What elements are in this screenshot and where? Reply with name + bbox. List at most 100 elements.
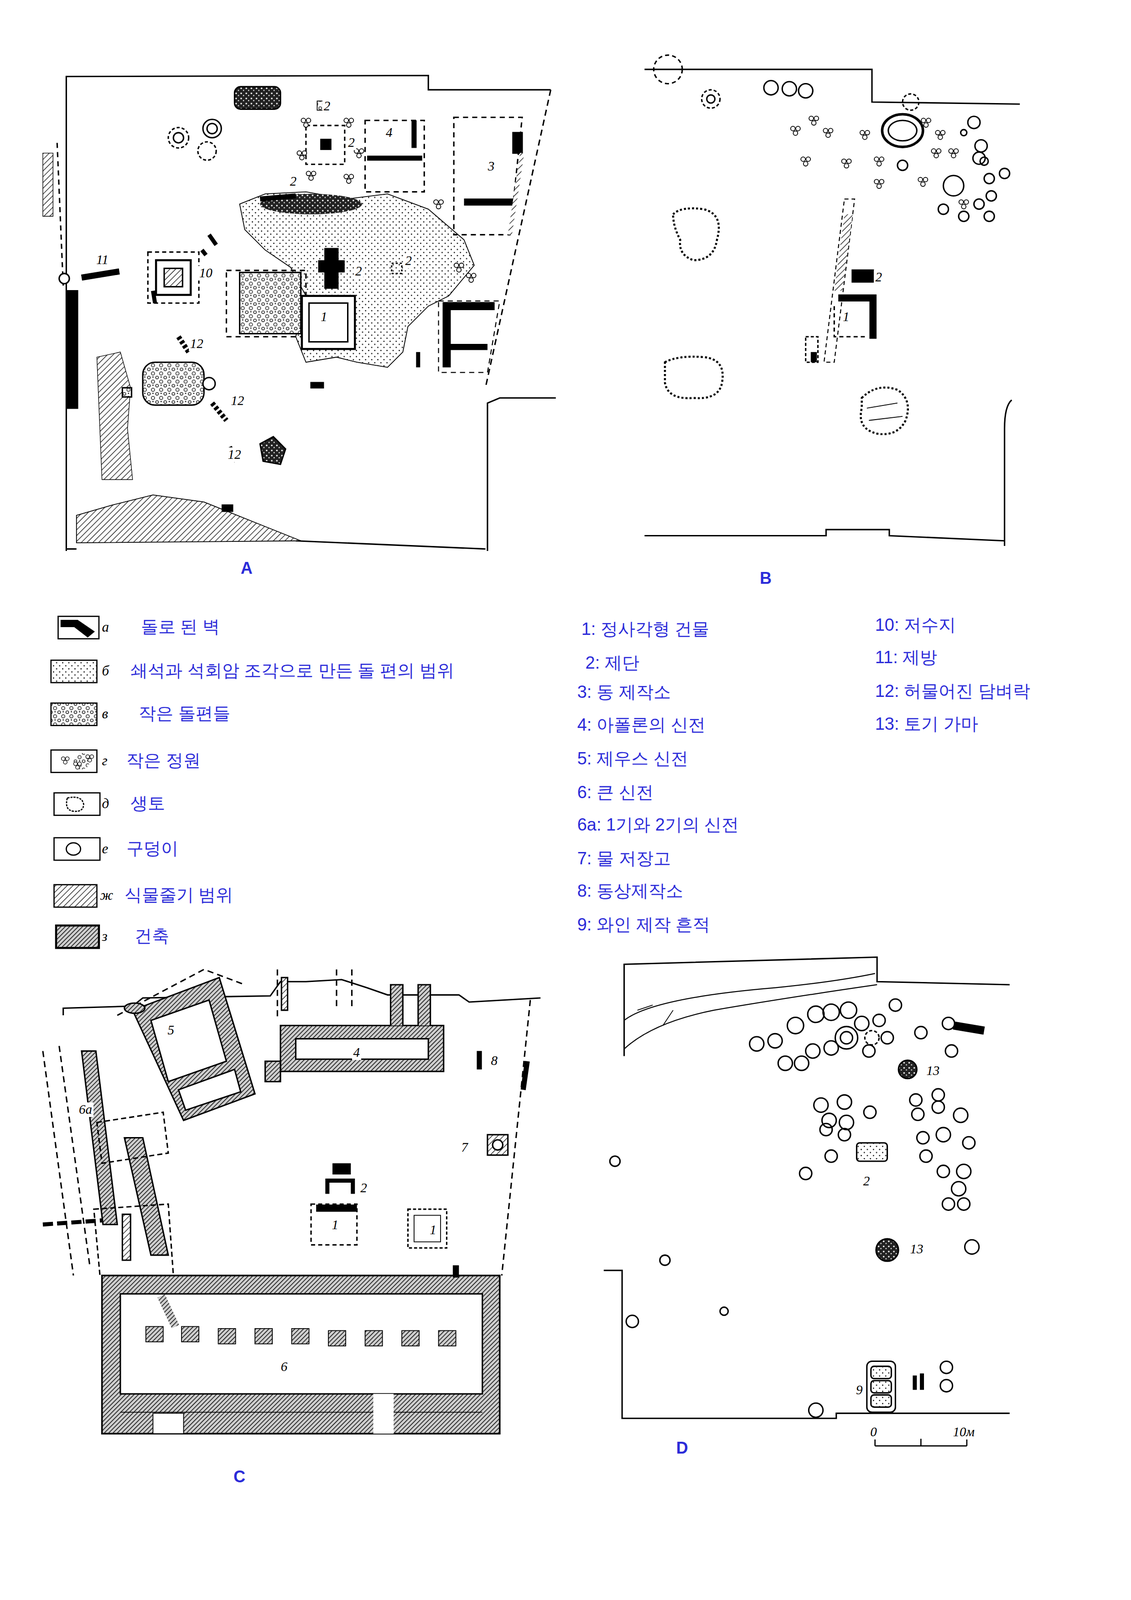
garden-dot: [795, 126, 801, 131]
callout-number: 12: [188, 336, 205, 352]
garden-dot: [65, 756, 70, 761]
pit-circle: [916, 1131, 929, 1144]
pit-circle: [720, 1307, 729, 1316]
garden-dot: [879, 179, 884, 184]
callout-number: 13: [924, 1063, 941, 1079]
garden-dot: [874, 156, 879, 162]
garden-dot: [308, 175, 314, 181]
garden-dot: [803, 161, 809, 167]
garden-dot: [874, 179, 879, 184]
key-item: 8: 동상제작소: [577, 881, 684, 902]
garden-dot: [951, 153, 956, 158]
pit-circle: [626, 1315, 639, 1328]
scale-number: 0: [868, 1424, 879, 1440]
key-item: 11: 제방: [875, 648, 938, 668]
legend-letter: в: [102, 705, 109, 722]
garden-dot: [865, 130, 870, 135]
garden-dot: [926, 118, 931, 123]
key-item: 7: 물 저장고: [577, 849, 671, 869]
callout-number: 3: [486, 159, 497, 174]
garden-symbol: [343, 118, 354, 128]
garden-dot: [923, 177, 928, 182]
garden-dot: [936, 148, 942, 154]
garden-dot: [348, 174, 354, 179]
garden-dot: [920, 181, 926, 187]
garden-dot: [296, 150, 302, 156]
garden-dot: [800, 156, 806, 162]
garden-dot: [459, 263, 464, 268]
pit-circle: [854, 1016, 869, 1031]
garden-symbol: [454, 263, 464, 273]
pit-circle: [799, 1167, 812, 1180]
garden-dot: [825, 133, 831, 138]
garden-symbol: [959, 199, 969, 209]
pit-circle: [837, 1094, 852, 1110]
callout-number: 9: [854, 1382, 865, 1398]
pit-circle: [942, 1198, 955, 1211]
garden-dot: [938, 134, 943, 140]
key-item: 1: 정사각형 건물: [581, 619, 710, 639]
legend-text: 쇄석과 석회암 조각으로 만든 돌 편의 범위: [130, 661, 454, 681]
pit-circle: [794, 1056, 809, 1071]
garden-dot: [299, 155, 305, 161]
pit-circle: [805, 1043, 820, 1059]
garden-dot: [876, 183, 882, 189]
legend-letter: г: [102, 752, 108, 769]
callout-number: 11: [94, 252, 110, 268]
scale-number: 10м: [951, 1424, 976, 1440]
garden-symbol: [931, 148, 941, 158]
garden-dot: [346, 178, 352, 184]
garden-dot: [940, 130, 945, 135]
garden-dot: [303, 122, 309, 128]
pit-circle: [609, 1156, 620, 1167]
garden-symbol: [841, 159, 852, 169]
garden-dot: [844, 163, 849, 169]
pit-circle: [838, 1128, 851, 1141]
pit-circle: [957, 1198, 971, 1211]
callout-number: 6a: [77, 1102, 94, 1117]
garden-symbol: [823, 128, 833, 138]
garden-symbol: [948, 148, 959, 158]
pit-circle: [956, 1164, 971, 1179]
key-item: 3: 동 제작소: [577, 683, 671, 703]
garden-dot: [63, 760, 68, 764]
pit-circle: [807, 1006, 825, 1023]
legend-text: 작은 돌편들: [138, 704, 231, 724]
garden-dot: [300, 118, 306, 123]
garden-dot: [841, 159, 847, 164]
pit-circle: [778, 1056, 793, 1071]
garden-dot: [790, 126, 796, 131]
callout-number: 1: [841, 310, 851, 325]
key-item: 13: 토기 가마: [875, 714, 979, 734]
garden-dot: [75, 765, 80, 769]
garden-dot: [846, 159, 852, 164]
plan-letter: C: [233, 1467, 246, 1486]
pit-circle: [872, 1014, 886, 1027]
callout-number: 12: [229, 393, 246, 409]
garden-dot: [88, 758, 92, 763]
pit-circle: [889, 998, 902, 1012]
garden-symbol: [874, 156, 884, 167]
pit-circle: [749, 1036, 764, 1051]
pit-circle: [819, 1123, 833, 1136]
legend-text: 구덩이: [126, 839, 179, 859]
garden-dot: [73, 762, 78, 766]
callout-number: 7: [460, 1140, 470, 1155]
legend-letter: з: [102, 928, 108, 945]
pit-circle: [881, 1031, 894, 1044]
pit-circle: [823, 1003, 840, 1021]
key-item: 4: 아폴론의 신전: [577, 715, 706, 735]
pit-circle: [964, 1239, 979, 1254]
pit-circle: [945, 1044, 958, 1058]
plan-a: [42, 75, 556, 552]
pit-circle: [824, 1149, 838, 1163]
garden-dot: [809, 116, 814, 121]
garden-dot: [466, 273, 472, 278]
legend-swatches: [51, 616, 100, 948]
pit-circle: [919, 1149, 933, 1163]
garden-dot: [811, 120, 817, 126]
garden-dot: [454, 263, 459, 268]
garden-dot: [61, 756, 66, 761]
garden-symbol: [860, 130, 870, 140]
